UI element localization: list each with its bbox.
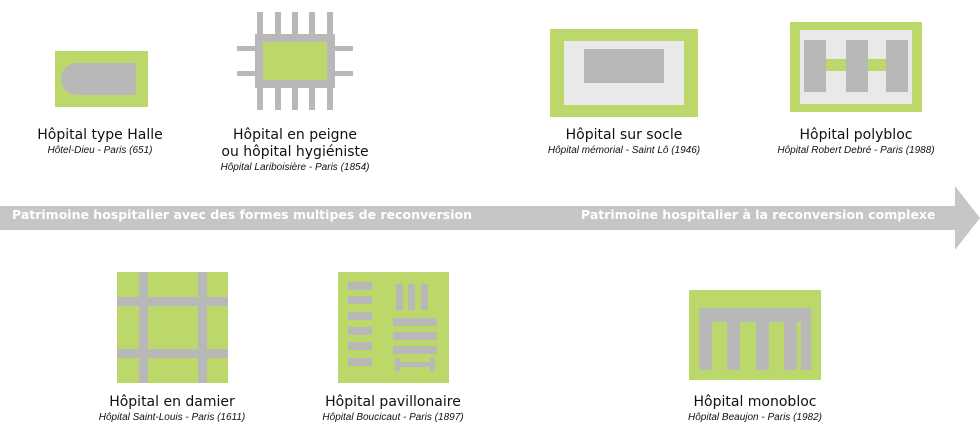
polybloc-title: Hôpital polybloc [799,127,913,143]
monobloc-subtitle: Hôpital Beaujon - Paris (1982) [688,412,822,423]
pavillonaire-title: Hôpital pavillonaire [325,394,461,410]
pavillonaire-subtitle: Hôpital Boucicaut - Paris (1897) [322,412,464,423]
arrow-label-left: Patrimoine hospitalier avec des formes m… [12,207,472,222]
socle-subtitle: Hôpital mémorial - Saint Lô (1946) [547,145,701,156]
monobloc-title: Hôpital monobloc [693,394,817,410]
peigne-plan-icon [237,12,353,110]
peigne-title-line2: ou hôpital hygiéniste [221,144,369,160]
pavillonaire-plan-icon [338,272,449,383]
monobloc-plan-icon [689,290,821,380]
socle-title: Hôpital sur socle [565,127,683,143]
damier-subtitle: Hôpital Saint-Louis - Paris (1611) [98,412,246,423]
socle-plan-icon [550,29,698,117]
damier-title: Hôpital en damier [109,394,235,410]
polybloc-plan-icon [790,22,922,112]
arrow-label-right: Patrimoine hospitalier à la reconversion… [581,207,936,222]
polybloc-subtitle: Hôpital Robert Debré - Paris (1988) [777,145,935,156]
peigne-title-line1: Hôpital en peigne [233,127,357,143]
halle-title: Hôpital type Halle [37,127,163,143]
progression-arrow [0,186,980,250]
damier-plan-icon [117,272,228,383]
halle-plan-icon [55,51,148,107]
peigne-subtitle: Hôpital Lariboisière - Paris (1854) [220,162,370,173]
halle-subtitle: Hôtel-Dieu - Paris (651) [47,145,153,156]
